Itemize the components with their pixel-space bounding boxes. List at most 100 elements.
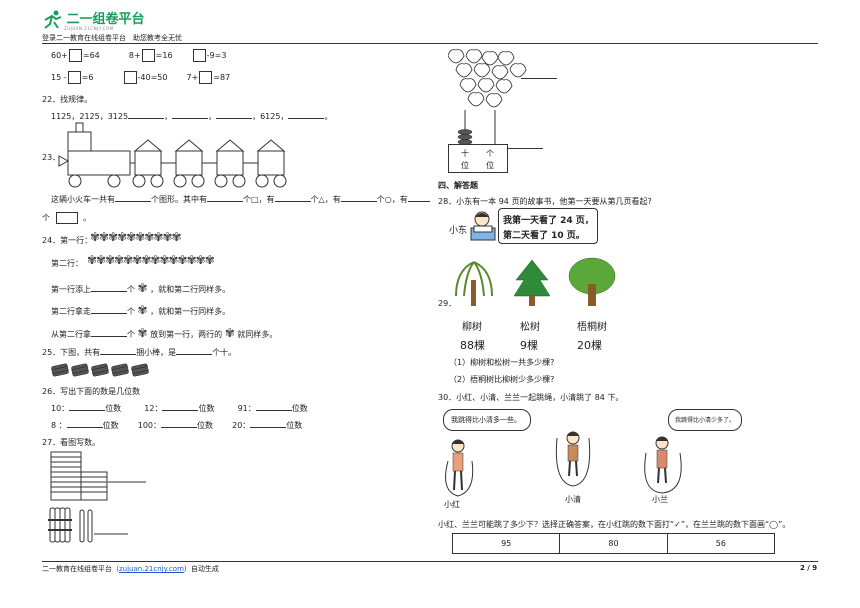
tree-name-pine: 松树 (520, 322, 540, 333)
pine-tree-icon (513, 259, 551, 306)
answer-blank[interactable] (255, 410, 292, 411)
windmill-icon: ✾ (137, 303, 148, 317)
answer-blank[interactable] (69, 410, 106, 411)
equation-row-1: 60+=64 8+=16 -9=3 (51, 49, 227, 62)
abacus-base (448, 144, 508, 173)
logo-text: 二一组卷平台 (66, 12, 145, 27)
tree-count-phoenix: 20棵 (577, 339, 602, 352)
bubble-line-1: 我第一天看了 24 页， (503, 216, 594, 226)
q24-line1: 第一行添上个 ✾ ，就和第二行同样多。 (51, 281, 231, 295)
page-number: 2 / 9 (800, 564, 818, 572)
bubble-line-2: 第二天看了 10 页。 (503, 231, 585, 241)
ones-label-2: 位 (486, 161, 494, 170)
q22-label: 22．找规律。 (42, 95, 93, 104)
answer-blank[interactable] (216, 118, 253, 119)
answer-blank[interactable] (91, 291, 127, 292)
girl-jumping-rope-2 (555, 431, 591, 487)
rectangle-icon (55, 212, 78, 224)
answer-box[interactable] (123, 71, 137, 84)
sticks-bundle-figure (48, 507, 128, 543)
header-rule (42, 43, 818, 44)
girl-jumping-rope-1 (445, 439, 474, 497)
answer-blank[interactable] (340, 201, 377, 202)
answer-blank[interactable] (66, 427, 103, 428)
answer-blank[interactable] (100, 354, 137, 355)
answer-blank[interactable] (91, 336, 127, 337)
footer-rule (42, 561, 818, 562)
answer-box[interactable] (141, 49, 155, 62)
q22-sequence: 1125，2125，3125，，，6125，。 (51, 112, 333, 121)
answer-blank[interactable] (91, 313, 127, 314)
answer-blank[interactable] (250, 427, 287, 428)
q24-line2: 第二行拿走个 ✾ ，就和第一行同样多。 (51, 303, 231, 317)
answer-options-table: 95 80 56 (451, 533, 776, 554)
bubble-right-text: 我跳得比小清少多了。 (675, 417, 736, 424)
answer-box[interactable] (192, 49, 206, 62)
answer-blank[interactable] (128, 118, 165, 119)
bubble-left-text: 我跳得比小清多一些。 (451, 416, 521, 424)
answer-blank[interactable] (207, 201, 243, 202)
option-cell[interactable]: 95 (451, 533, 561, 554)
q24-label: 24．第一行： (42, 236, 93, 245)
q30-text: 30．小红、小清、兰兰一起跳绳，小清跳了 84 下。 (438, 393, 624, 402)
answer-blank[interactable] (274, 201, 311, 202)
speech-bubble (498, 208, 598, 244)
logo-subtext: ZUJUAN.21CNJY.COM (64, 26, 114, 31)
answer-blank[interactable] (176, 354, 213, 355)
footer-text: 二一教育在线组卷平台（zujuan.21cnjy.com）自动生成 (42, 565, 219, 573)
answer-box[interactable] (67, 71, 81, 84)
speech-bubble-right (668, 409, 742, 431)
q29-sub1: （1）柳树和松树一共多少棵? (449, 358, 555, 367)
ones-label: 个 (486, 149, 494, 158)
q23-label: 23． (42, 153, 61, 162)
footer-link[interactable]: zujuan.21cnjy.com (119, 565, 184, 573)
table-row: 95 80 56 (451, 533, 776, 554)
train-figure (58, 122, 287, 188)
tree-count-pine: 9棵 (520, 339, 538, 352)
answer-box[interactable] (199, 71, 213, 84)
tree-count-willow: 88棵 (460, 339, 485, 352)
tree-name-willow: 柳树 (462, 322, 482, 333)
answer-blank[interactable] (161, 427, 198, 428)
windmill-icon: ✾ (137, 326, 148, 340)
windmill-row-1: ✾✾✾✾✾✾✾✾✾✾ (90, 230, 182, 244)
q23-line1: 这辆小火车一共有个图形。其中有个□，有个△，有个○，有 (51, 194, 430, 205)
girl-jumping-rope-3 (644, 436, 682, 494)
option-cell[interactable]: 56 (666, 533, 776, 554)
answer-blank[interactable] (407, 201, 430, 202)
speech-bubble-left (443, 409, 531, 431)
q25-line: 25．下图，共有捆小棒，是个十。 (42, 348, 237, 357)
stick-bundles-figure (51, 363, 149, 377)
q26-label: 26．写出下面的数是几位数 (42, 387, 141, 396)
q29-sub2: （2）梧桐树比柳树少多少棵? (449, 375, 555, 384)
answer-blank[interactable] (115, 201, 151, 202)
q24-line3: 从第二行拿个 ✾ 放到第一行，两行的 ✾ 就同样多。 (51, 326, 278, 340)
strawberries-figure (448, 49, 527, 108)
windmill-icon: ✾ (137, 281, 148, 295)
option-cell[interactable]: 80 (559, 533, 668, 554)
name-xiaoqing: 小清 (565, 495, 581, 504)
windmill-row-2: ✾✾✾✾✾✾✾✾✾✾✾✾✾✾ (87, 253, 215, 267)
q29-label: 29． (438, 299, 457, 308)
answer-box[interactable] (68, 49, 82, 62)
name-xiaohong: 小红 (444, 500, 460, 509)
abacus-figure (457, 110, 496, 145)
q28-name: 小东 (449, 226, 468, 236)
answer-line[interactable] (521, 78, 557, 79)
willow-tree-icon (455, 261, 493, 306)
tens-grid-figure (50, 451, 146, 501)
answer-line[interactable] (507, 148, 543, 149)
q26-row1: 10：位数 12：位数 91：位数 (51, 404, 308, 413)
tens-label-2: 位 (461, 161, 469, 170)
q24-row2-label: 第二行： (51, 259, 83, 268)
tree-name-phoenix: 梧桐树 (577, 322, 607, 333)
answer-blank[interactable] (172, 118, 209, 119)
q30-question: 小红、兰兰可能跳了多少下？选择正确答案，在小红跳的数下面打“✓”，在兰兰跳的数下… (438, 520, 791, 529)
runner-icon (42, 10, 64, 32)
answer-blank[interactable] (288, 118, 325, 119)
boy-reading-figure (470, 211, 496, 241)
header-tagline: 登录二一教育在线组卷平台 助您教考全无忧 (42, 34, 182, 42)
q28-text: 28．小东有一本 94 页的故事书，他第一天要从第几页看起? (438, 197, 652, 206)
answer-blank[interactable] (162, 410, 199, 411)
tens-label: 十 (461, 149, 469, 158)
